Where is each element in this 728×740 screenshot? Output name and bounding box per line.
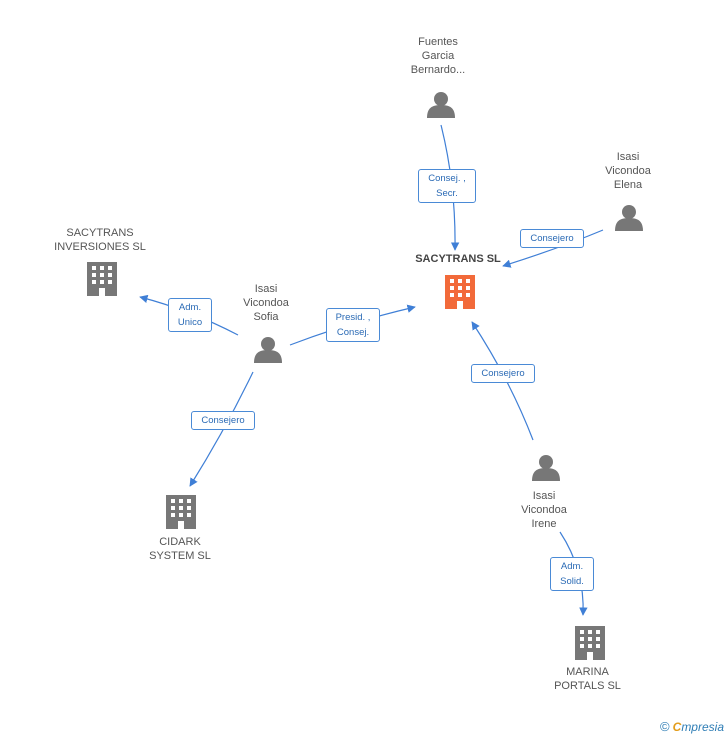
irene-label[interactable]: Isasi Vicondoa Irene bbox=[521, 490, 567, 530]
brand-initial: C bbox=[672, 720, 682, 734]
cidark-label[interactable]: CIDARK SYSTEM SL bbox=[149, 536, 211, 562]
elena-person-icon bbox=[615, 205, 643, 231]
inversiones-building-icon bbox=[87, 262, 117, 296]
elena-label[interactable]: Isasi Vicondoa Elena bbox=[605, 151, 651, 191]
brand-name: mpresia bbox=[681, 720, 724, 734]
sacytrans-label[interactable]: SACYTRANS SL bbox=[415, 253, 501, 265]
sacytrans-building-icon bbox=[445, 275, 475, 309]
relation-sofia-inversiones[interactable]: Adm. Unico bbox=[168, 298, 212, 332]
marina-building-icon bbox=[575, 626, 605, 660]
sofia-label[interactable]: Isasi Vicondoa Sofia bbox=[243, 283, 289, 323]
edge-elena-sacytrans bbox=[502, 229, 604, 268]
fuentes-person-icon bbox=[427, 92, 455, 118]
relation-sofia-sacytrans[interactable]: Presid. , Consej. bbox=[326, 308, 380, 342]
relation-irene-marina[interactable]: Adm. Solid. bbox=[550, 557, 594, 591]
irene-person-icon bbox=[532, 455, 560, 481]
relation-sofia-cidark[interactable]: Consejero bbox=[191, 411, 255, 430]
relation-elena-sacytrans[interactable]: Consejero bbox=[520, 229, 584, 248]
cidark-building-icon bbox=[166, 495, 196, 529]
inversiones-label[interactable]: SACYTRANS INVERSIONES SL bbox=[54, 227, 146, 253]
relation-fuentes-sacytrans[interactable]: Consej. , Secr. bbox=[418, 169, 476, 203]
fuentes-label[interactable]: Fuentes Garcia Bernardo... bbox=[410, 36, 466, 76]
copyright-symbol: © bbox=[660, 719, 670, 734]
sofia-person-icon bbox=[254, 337, 282, 363]
marina-label[interactable]: MARINA PORTALS SL bbox=[554, 666, 621, 692]
empresia-logo: ©Cmpresia bbox=[660, 719, 724, 734]
relation-irene-sacytrans[interactable]: Consejero bbox=[471, 364, 535, 383]
